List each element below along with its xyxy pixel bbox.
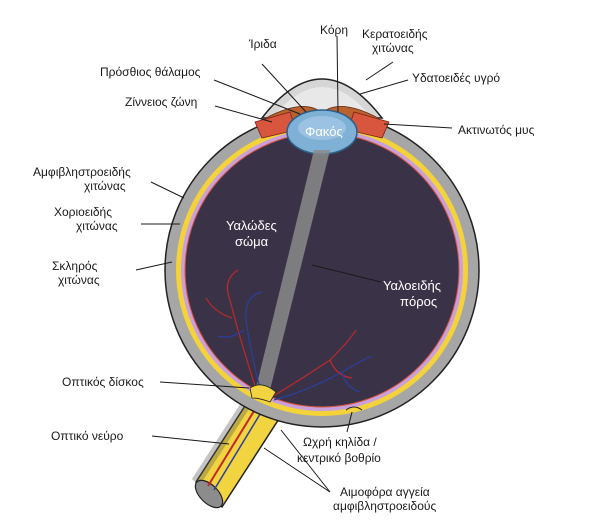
label-retina-line2: χιτώνας	[84, 179, 126, 193]
label-retina-line1: Αμφιβληστροειδής	[33, 165, 131, 179]
optic-nerve	[191, 392, 288, 509]
label-aqueous-humour: Υδατοειδές υγρό	[412, 71, 500, 85]
label-lens: Φακός	[305, 124, 343, 139]
label-fovea-line1: Ωχρή κηλίδα /	[303, 435, 377, 449]
fovea	[345, 406, 363, 411]
label-hyaloid-canal-line2: πόρος	[400, 294, 437, 309]
label-choroid-line1: Χοριοειδής	[54, 205, 112, 219]
lens	[286, 109, 358, 155]
label-optic-disc: Οπτικός δίσκος	[62, 375, 144, 389]
label-sclera-line2: χιτώνας	[58, 273, 100, 287]
label-hyaloid-canal-line1: Υαλοειδής	[383, 278, 441, 293]
label-sclera-line1: Σκληρός	[52, 259, 98, 273]
label-cornea-line2: χιτώνας	[372, 41, 414, 55]
label-iris: Ίριδα	[248, 37, 277, 51]
retinal-vessels	[205, 269, 373, 401]
label-pupil: Κόρη	[320, 23, 348, 37]
label-vitreous-line2: σώμα	[235, 234, 269, 249]
label-retinal-vessels-line2: αμφιβληστροειδούς	[333, 499, 436, 513]
hyaloid-canal	[255, 150, 330, 398]
label-vitreous-line1: Υαλώδες	[226, 218, 277, 233]
label-cornea-line1: Κερατοειδής	[362, 27, 428, 41]
label-optic-nerve: Οπτικό νεύρο	[51, 429, 124, 443]
ciliary-muscle	[254, 111, 390, 139]
label-retinal-vessels-line1: Αιμοφόρα αγγεία	[340, 485, 430, 499]
vitreous-body	[185, 133, 459, 407]
optic-disc	[249, 384, 277, 403]
label-fovea-line2: κεντρικό βοθρίο	[297, 451, 381, 465]
label-ciliary-muscle: Ακτινωτός μυς	[458, 123, 535, 137]
label-choroid-line2: χιτώνας	[76, 219, 118, 233]
label-zonule: Ζίννειος ζώνη	[125, 95, 197, 109]
label-anterior-chamber: Πρόσθιος θάλαμος	[100, 65, 201, 79]
labels: Κόρη Ίριδα Κερατοειδής χιτώνας Πρόσθιος …	[33, 23, 535, 513]
leader-lines	[135, 35, 453, 493]
